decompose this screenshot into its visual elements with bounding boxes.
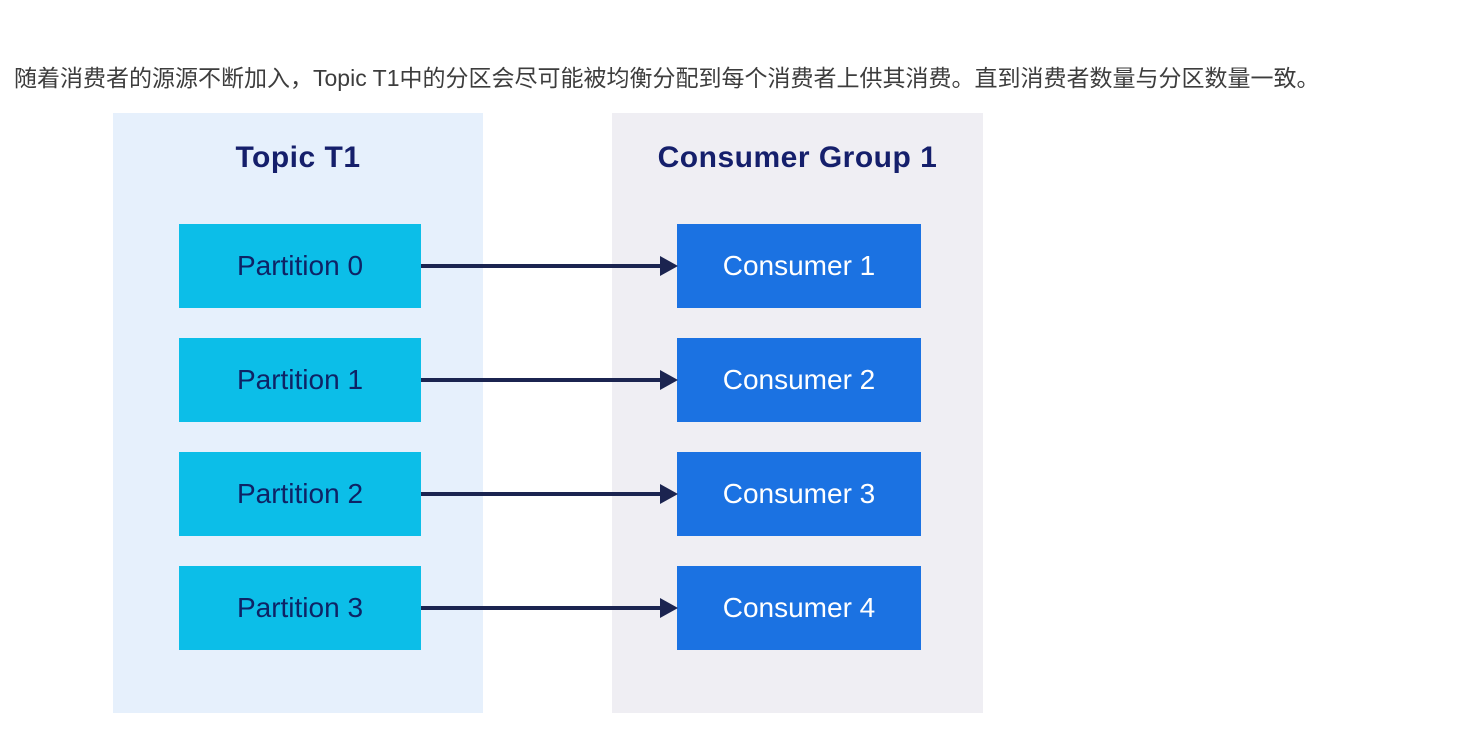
topic-panel-title: Topic T1 — [235, 141, 361, 174]
consumer-group-panel: Consumer Group 1 Consumer 1 Consumer 2 C… — [612, 113, 983, 713]
consumer-group-panel-title: Consumer Group 1 — [657, 141, 938, 174]
consumer-4-box: Consumer 4 — [677, 566, 921, 650]
partition-2-box: Partition 2 — [179, 452, 421, 536]
partition-3-box: Partition 3 — [179, 566, 421, 650]
partition-1-box: Partition 1 — [179, 338, 421, 422]
consumer-1-box: Consumer 1 — [677, 224, 921, 308]
topic-panel: Topic T1 Partition 0 Partition 1 Partiti… — [113, 113, 483, 713]
consumer-3-box: Consumer 3 — [677, 452, 921, 536]
intro-text: 随着消费者的源源不断加入，Topic T1中的分区会尽可能被均衡分配到每个消费者… — [14, 65, 1320, 91]
consumer-2-box: Consumer 2 — [677, 338, 921, 422]
partition-0-box: Partition 0 — [179, 224, 421, 308]
